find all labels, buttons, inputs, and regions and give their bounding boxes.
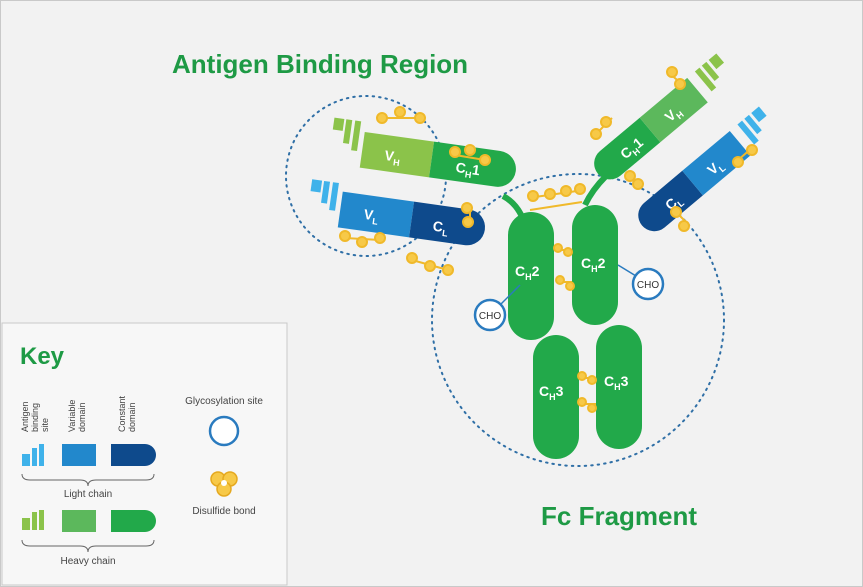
key-light-variable-domain — [62, 444, 96, 466]
left-heavy-antigen-site — [332, 117, 345, 131]
right-cl-domain — [638, 170, 703, 232]
hinge-right — [582, 173, 609, 207]
key-heavy-antigen-site — [22, 518, 30, 530]
disulfide-bond-icon — [210, 471, 238, 497]
right-vh-domain — [639, 77, 708, 143]
fc-fragment-title: Fc Fragment — [541, 501, 697, 531]
right-glycosylation-site — [631, 267, 665, 301]
key-light-chain-label: Light chain — [64, 489, 112, 500]
left-glycosylation-site — [473, 298, 507, 332]
right-fab-disulfide-bonds — [590, 66, 758, 232]
antigen-binding-region-title: Antigen Binding Region — [172, 49, 468, 79]
key-glycosylation-label: Glycosylation site — [185, 396, 263, 407]
key-light-constant-domain — [111, 444, 156, 466]
right-ch1-domain — [594, 117, 661, 180]
light-chain-brace — [21, 473, 155, 487]
left-vl-label: VL — [362, 206, 380, 227]
left-ch2-label: CH2 — [515, 263, 540, 282]
key-title: Key — [20, 343, 65, 370]
hinge-disulfide-bonds — [527, 183, 586, 211]
left-cl-domain — [409, 201, 485, 246]
key-col-antigen-binding-site: Antigen binding site — [20, 399, 50, 432]
key-col-variable-domain: Variable domain — [67, 397, 87, 432]
fc-fragment: CH2 CH2 CH3 CH3 CHO CHO — [473, 205, 665, 459]
left-fab-disulfide-bonds — [339, 106, 491, 276]
right-vl-domain — [682, 130, 751, 196]
left-ch1-label: CH1 — [454, 159, 481, 181]
right-ch2-domain — [572, 205, 618, 325]
fc-disulfide-bonds — [553, 243, 597, 413]
key-heavy-chain-swatches — [22, 510, 156, 532]
key-disulfide-label: Disulfide bond — [192, 506, 255, 517]
left-cho-label: CHO — [479, 311, 501, 322]
right-cho-label: CHO — [637, 280, 659, 291]
key-heavy-constant-domain — [111, 510, 156, 532]
right-fab: CH1 VH CL VL — [590, 53, 767, 232]
left-vl-domain — [337, 191, 415, 238]
left-ch2-domain — [508, 212, 554, 340]
key-light-antigen-site — [22, 454, 30, 466]
glycosylation-site-icon — [208, 415, 240, 447]
left-cl-label: CL — [431, 218, 450, 239]
key-panel: Key Antigen binding site Variable domain… — [1, 322, 288, 586]
right-ch2-label: CH2 — [581, 255, 606, 274]
right-ch3-domain — [596, 325, 642, 449]
left-light-antigen-site — [310, 179, 323, 193]
left-fab: VH CH1 VL CL — [310, 106, 516, 276]
left-vh-label: VH — [383, 147, 401, 168]
left-vh-domain — [359, 131, 435, 178]
left-ch3-domain — [533, 335, 579, 459]
key-heavy-chain-label: Heavy chain — [60, 556, 115, 567]
key-col-constant-domain: Constant domain — [117, 393, 137, 432]
fc-fragment-outline — [431, 173, 725, 467]
key-heavy-variable-domain — [62, 510, 96, 532]
key-light-chain-swatches — [22, 444, 156, 466]
heavy-chain-brace — [21, 539, 155, 553]
right-light-antigen-site — [737, 120, 759, 145]
right-heavy-antigen-site — [694, 67, 717, 92]
left-ch3-label: CH3 — [539, 383, 564, 402]
right-ch3-label: CH3 — [604, 373, 629, 392]
